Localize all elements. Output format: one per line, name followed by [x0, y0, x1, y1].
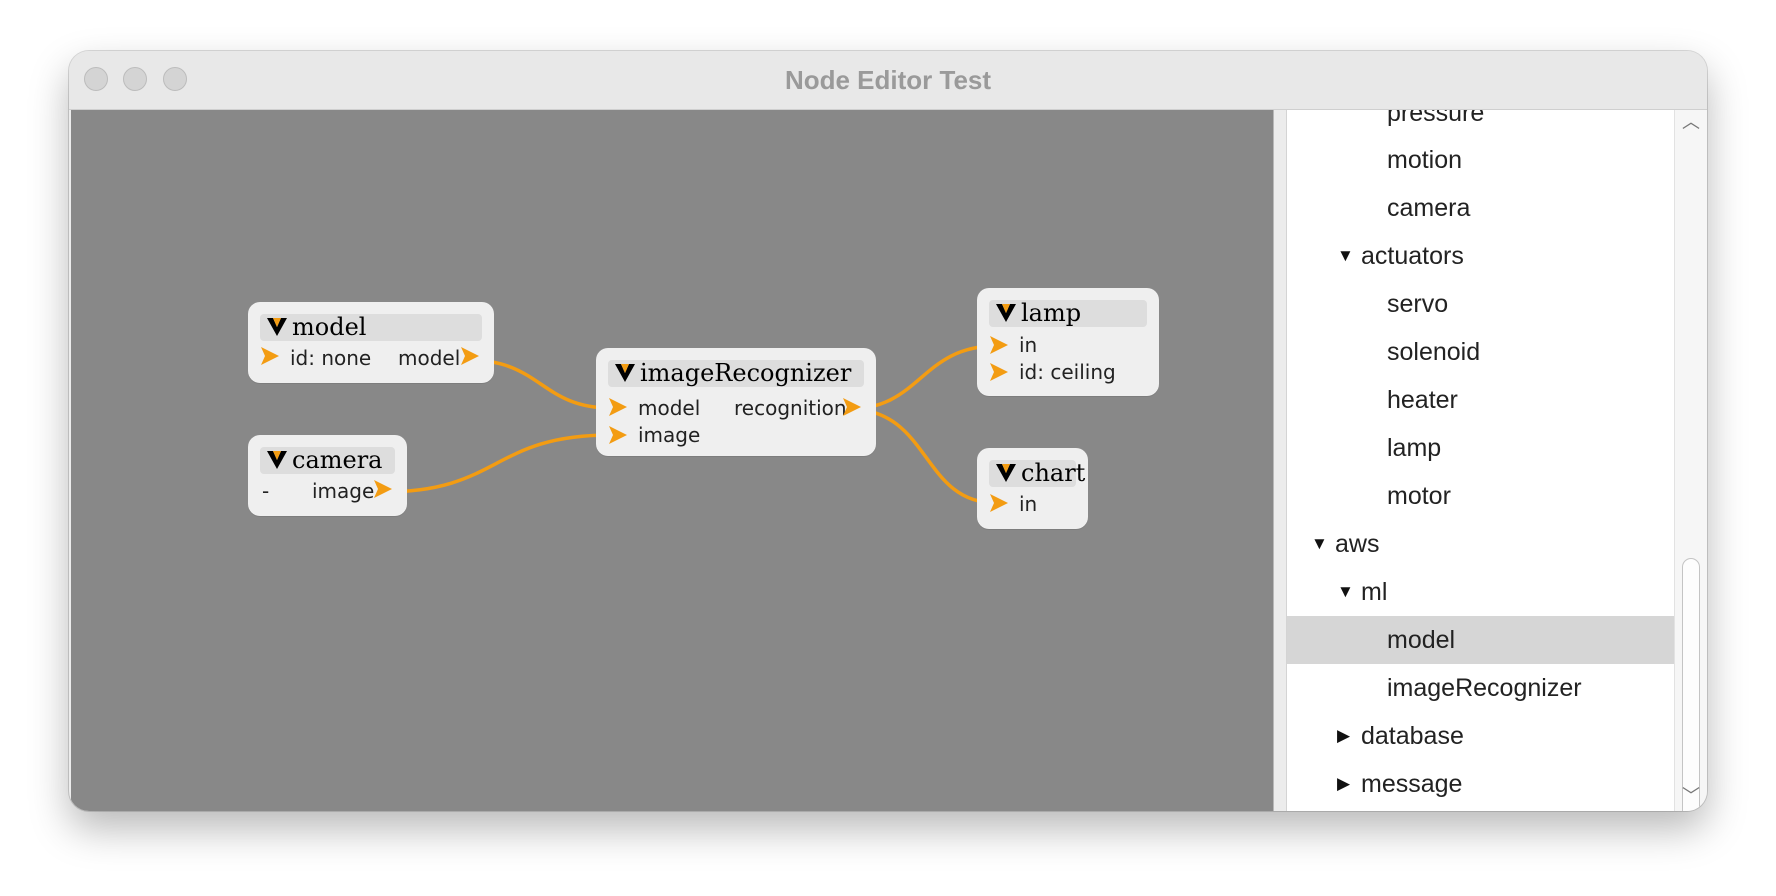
expanded-triangle-icon[interactable]: ▼: [1337, 246, 1354, 265]
port-label: id: none: [290, 346, 372, 370]
expanded-triangle-icon[interactable]: ▼: [1311, 534, 1328, 553]
node-camera[interactable]: camera - image: [248, 435, 407, 516]
node-lamp-header[interactable]: lamp: [989, 300, 1147, 327]
node-image-recognizer-header[interactable]: imageRecognizer: [608, 360, 864, 387]
node-lamp-title: lamp: [1021, 299, 1082, 327]
input-port-arrow-icon[interactable]: [988, 493, 1010, 513]
wire-camera-to-recognizer[interactable]: [382, 433, 612, 494]
node-lamp[interactable]: lamp in id: ceiling: [977, 288, 1159, 396]
node-image-recognizer[interactable]: imageRecognizer model recognition image: [596, 348, 876, 456]
node-image-recognizer-title: imageRecognizer: [640, 359, 852, 387]
tree-item[interactable]: ▼actuators: [1287, 232, 1674, 280]
node-chart-header[interactable]: chart: [989, 460, 1085, 487]
tree-item[interactable]: lamp: [1387, 434, 1442, 462]
expanded-triangle-icon[interactable]: ▼: [1337, 582, 1354, 601]
node-model-header[interactable]: model: [260, 314, 482, 341]
node-camera-header[interactable]: camera: [260, 447, 395, 474]
pane-splitter[interactable]: [1273, 110, 1287, 811]
collapse-chevron-icon[interactable]: [266, 315, 288, 339]
input-port-arrow-icon[interactable]: [988, 362, 1010, 382]
output-port-arrow-icon[interactable]: [372, 479, 394, 499]
minimize-window-button[interactable]: [123, 67, 147, 91]
tree-item[interactable]: solenoid: [1387, 338, 1481, 366]
tree-item[interactable]: motor: [1387, 482, 1451, 510]
tree-item[interactable]: pressure: [1387, 110, 1485, 127]
tree-item[interactable]: ▼aws: [1287, 520, 1674, 568]
node-camera-title: camera: [292, 446, 383, 474]
port-label: recognition: [734, 396, 847, 420]
tree-item[interactable]: ▶message: [1287, 760, 1674, 808]
title-bar: Node Editor Test: [69, 51, 1707, 110]
tree-item[interactable]: ▶database: [1287, 712, 1674, 760]
zoom-window-button[interactable]: [163, 67, 187, 91]
collapsed-triangle-icon[interactable]: ▶: [1337, 774, 1351, 793]
collapse-chevron-icon[interactable]: [614, 361, 636, 385]
app-window: Node Editor Test model id: none model ca…: [69, 51, 1707, 811]
node-library-tree[interactable]: pressure motion camera ▼actuators servo …: [1287, 110, 1674, 811]
output-port-arrow-icon[interactable]: [841, 397, 863, 417]
port-label: image: [638, 423, 701, 447]
tree-item[interactable]: heater: [1387, 386, 1458, 414]
tree-scrollbar[interactable]: ︿ ﹀: [1674, 110, 1707, 811]
node-canvas[interactable]: model id: none model camera - image imag…: [71, 110, 1273, 811]
output-port-arrow-icon[interactable]: [459, 346, 481, 366]
tree-item[interactable]: imageRecognizer: [1387, 674, 1582, 702]
port-label: model: [398, 346, 461, 370]
scrollbar-thumb[interactable]: [1682, 558, 1700, 811]
tree-item-selected[interactable]: model: [1287, 616, 1674, 664]
close-window-button[interactable]: [84, 67, 108, 91]
node-chart-title: chart: [1021, 459, 1086, 487]
input-port-arrow-icon[interactable]: [607, 397, 629, 417]
port-label: in: [1019, 492, 1038, 516]
window-title: Node Editor Test: [784, 65, 992, 95]
collapse-chevron-icon[interactable]: [995, 461, 1017, 485]
input-port-arrow-icon[interactable]: [988, 335, 1010, 355]
tree-item[interactable]: camera: [1387, 194, 1471, 222]
port-label: model: [638, 396, 701, 420]
input-port-arrow-icon[interactable]: [259, 346, 281, 366]
scroll-down-arrow-icon[interactable]: ﹀: [1682, 786, 1700, 807]
collapsed-triangle-icon[interactable]: ▶: [1337, 726, 1351, 745]
node-model-title: model: [292, 313, 367, 341]
node-model[interactable]: model id: none model: [248, 302, 494, 383]
port-label: image: [312, 479, 375, 503]
collapse-chevron-icon[interactable]: [266, 448, 288, 472]
node-chart[interactable]: chart in: [977, 448, 1088, 529]
port-label: id: ceiling: [1019, 360, 1116, 384]
scroll-up-arrow-icon[interactable]: ︿: [1682, 112, 1700, 133]
tree-item[interactable]: motion: [1387, 146, 1463, 174]
input-port-arrow-icon[interactable]: [607, 425, 629, 445]
port-label: -: [262, 479, 270, 503]
tree-item[interactable]: servo: [1387, 290, 1449, 318]
port-label: in: [1019, 333, 1038, 357]
collapse-chevron-icon[interactable]: [995, 301, 1017, 325]
tree-item[interactable]: ▼ml: [1287, 568, 1674, 616]
